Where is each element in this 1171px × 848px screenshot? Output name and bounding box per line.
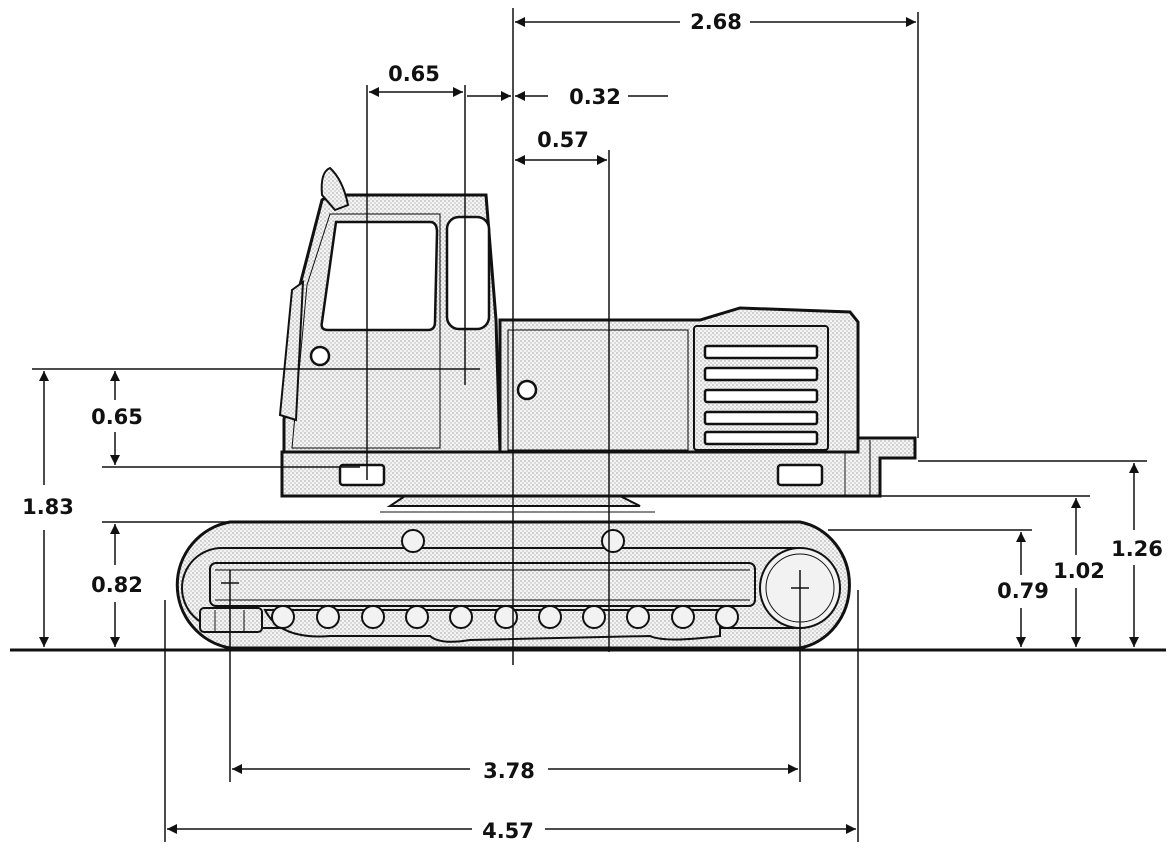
excavator-drawing [10, 166, 1166, 652]
dim-cab-offset-to-center: 0.32 [569, 85, 621, 109]
step-plate [338, 463, 386, 487]
cab-side-pillar [278, 279, 305, 422]
dim-deck-height: 1.02 [1053, 559, 1105, 583]
engine-door-latch [516, 379, 538, 401]
track-rollers [271, 605, 739, 629]
exhaust-stack [320, 166, 350, 212]
dim-pivot-offset: 0.57 [537, 128, 589, 152]
cab-door-handle [309, 345, 331, 367]
dim-track-height: 0.82 [91, 573, 143, 597]
dim-counterweight-height: 1.26 [1111, 537, 1163, 561]
dim-track-frame-height: 0.79 [997, 579, 1049, 603]
dim-cab-height-above-deck: 0.65 [91, 405, 143, 429]
cab-rear-window [445, 215, 491, 331]
dim-overall-height: 1.83 [22, 495, 74, 519]
track-side-plate [209, 562, 756, 607]
engine-vent-grille [703, 344, 819, 446]
dim-overall-length: 4.57 [482, 819, 534, 843]
dim-tail-swing-radius: 2.68 [690, 10, 742, 34]
carrier-roller [601, 529, 625, 553]
step-plate [776, 463, 824, 487]
dim-tumbler-distance: 3.78 [483, 759, 535, 783]
dimension-lines: 2.68 0.65 0.32 0.57 1.83 0.65 0.82 [22, 8, 1163, 843]
dim-cab-width-offset: 0.65 [388, 62, 440, 86]
carrier-roller [401, 529, 425, 553]
cab-front-window [320, 220, 439, 332]
